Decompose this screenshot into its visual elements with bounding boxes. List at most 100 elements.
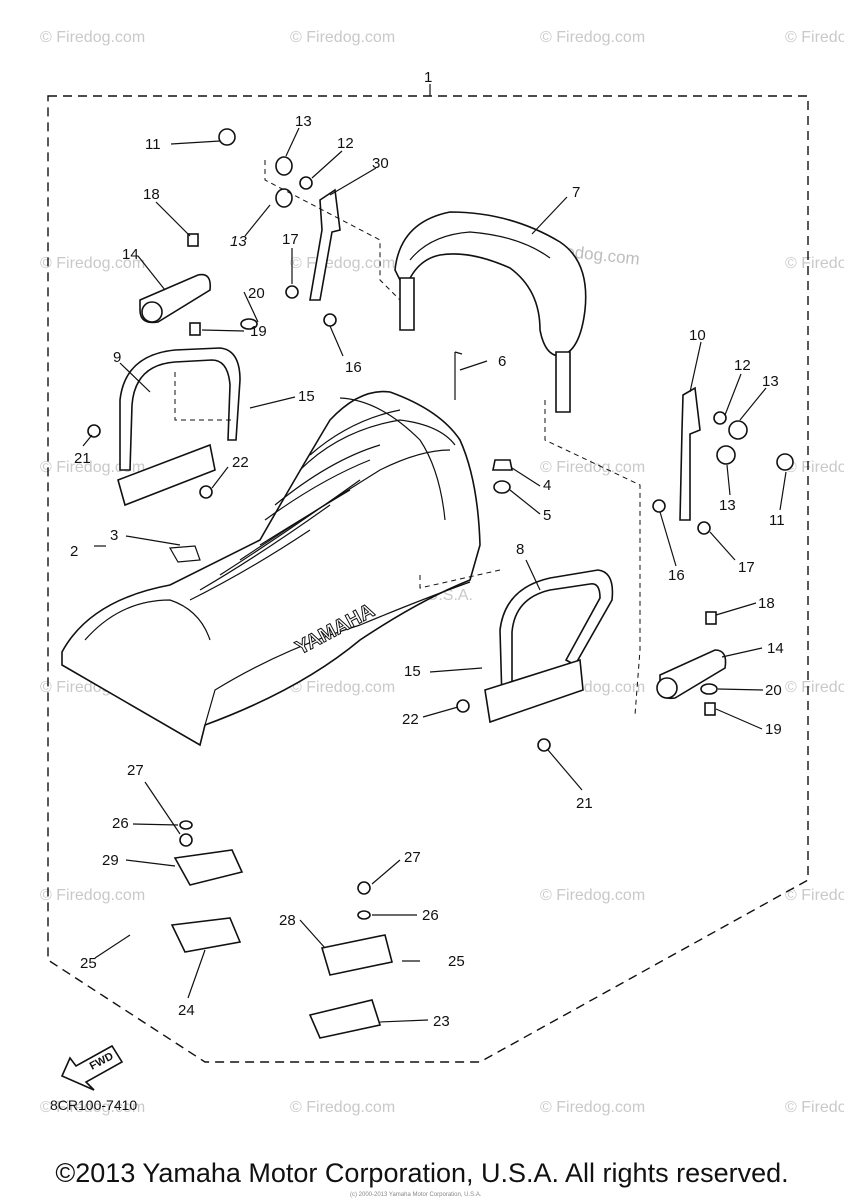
callout-label: 10: [689, 327, 706, 344]
callouts: 1 2 3 4 5 6 7 8 9 10 11 11 12 12 13 13 1…: [70, 69, 785, 1030]
callout-label: 12: [734, 357, 751, 374]
washer-12: [299, 176, 313, 190]
callout-label: 13: [230, 233, 247, 250]
watermark-text: © Firedog.com: [290, 255, 395, 272]
callout-label: 19: [250, 323, 267, 340]
fwd-arrow: FWD: [60, 1044, 124, 1091]
seat: YAMAHA: [61, 390, 481, 747]
callout-label: 20: [765, 682, 782, 699]
callout-label: 18: [758, 595, 775, 612]
washer-5: [493, 480, 511, 494]
callout-label: 11: [769, 512, 785, 529]
callout-label: 19: [765, 721, 782, 738]
callout-label: 26: [422, 907, 439, 924]
watermark-text: © Firedog.com: [785, 679, 844, 696]
callout-label: 26: [112, 815, 129, 832]
cap-27: [179, 833, 193, 847]
callout-label: 24: [178, 1002, 195, 1019]
watermark-text: © Firedog.com: [290, 1099, 395, 1116]
callout-label: 13: [719, 497, 736, 514]
watermark-text: © Firedog.com: [785, 255, 844, 272]
nut-4: [492, 459, 513, 471]
callout-label: 6: [498, 353, 506, 370]
nut-22: [199, 485, 213, 499]
collar-13: [728, 420, 748, 440]
collar-13: [275, 156, 293, 176]
backrest-edge: [409, 231, 551, 261]
plate-23: [308, 999, 382, 1039]
diagram-code: 8CR100-7410: [50, 1097, 137, 1113]
callout-label: 9: [113, 349, 121, 366]
callout-label: 2: [70, 543, 78, 560]
cap-27: [357, 881, 371, 895]
bolt-21: [537, 738, 551, 752]
bolt-21: [87, 424, 101, 438]
callout-label: 14: [767, 640, 784, 657]
callout-label: 22: [232, 454, 249, 471]
callout-label: 12: [337, 135, 354, 152]
washer-26: [357, 910, 371, 920]
callout-label: 16: [668, 567, 685, 584]
callout-label: 25: [80, 955, 97, 972]
callout-label: 16: [345, 359, 362, 376]
tiny-copyright: (c) 2000-2013 Yamaha Motor Corporation, …: [350, 1192, 482, 1198]
watermark-text: © Firedog.com: [290, 679, 395, 696]
callout-label: 18: [143, 186, 160, 203]
callout-label: 27: [404, 849, 421, 866]
watermark-text: © Firedog.com: [40, 459, 145, 476]
watermark-text: © Firedog.com: [540, 1099, 645, 1116]
callout-label: 1: [424, 69, 432, 86]
assembly-line: [544, 400, 641, 716]
copyright-text: ©2013 Yamaha Motor Corporation, U.S.A. A…: [55, 1158, 789, 1188]
nut-16: [323, 313, 337, 327]
watermark-text: © Firedog.com: [785, 887, 844, 904]
callout-label: 17: [282, 231, 299, 248]
washer-20: [700, 683, 718, 695]
watermark-text: © Firedog.com: [40, 887, 145, 904]
watermark-text: © Firedog.com: [540, 29, 645, 46]
handle-14-left-end: [141, 301, 163, 323]
callout-label: 15: [298, 388, 315, 405]
collar-13: [716, 445, 736, 465]
bolt-18: [705, 611, 717, 625]
pin-6: [454, 351, 463, 400]
nut-19: [704, 702, 716, 716]
callout-label: 21: [74, 450, 91, 467]
nut-19: [189, 322, 201, 336]
callout-label: 11: [145, 136, 161, 153]
watermark-text: © Firedog.com: [785, 1099, 844, 1116]
assembly-line: [419, 569, 501, 589]
callout-label: 7: [572, 184, 580, 201]
nut-22: [456, 699, 470, 713]
callout-label: 20: [248, 285, 265, 302]
leader-lines: [82, 127, 787, 1023]
backrest: [394, 211, 587, 357]
callout-label: 5: [543, 507, 551, 524]
grab-bar-8-base: [484, 658, 584, 724]
callout-label: 8: [516, 541, 524, 558]
grab-bar-9-base: [117, 443, 216, 507]
collar-13: [275, 188, 293, 208]
callout-label: 23: [433, 1013, 450, 1030]
callout-label: 22: [402, 711, 419, 728]
plate-24: [170, 917, 242, 953]
backrest-bracket-right: [555, 351, 571, 413]
callout-label: 13: [762, 373, 779, 390]
watermark-text: © Firedog.com: [40, 1099, 145, 1116]
stay-10: [679, 386, 701, 521]
handle-14-right-end: [656, 677, 678, 699]
callout-label: 14: [122, 246, 139, 263]
callout-label: 29: [102, 852, 119, 869]
nut-16: [652, 499, 666, 513]
callout-label: 15: [404, 663, 421, 680]
callout-label: 3: [110, 527, 118, 544]
knob-11-left: [218, 128, 236, 146]
watermark-text: © Firedog.com: [540, 459, 645, 476]
watermark-text: © Firedog.com: [40, 29, 145, 46]
callout-label: 17: [738, 559, 755, 576]
backrest-bracket-left: [399, 277, 415, 331]
cover-28: [320, 934, 393, 976]
washer-26: [179, 820, 193, 830]
washer-12: [713, 411, 727, 425]
